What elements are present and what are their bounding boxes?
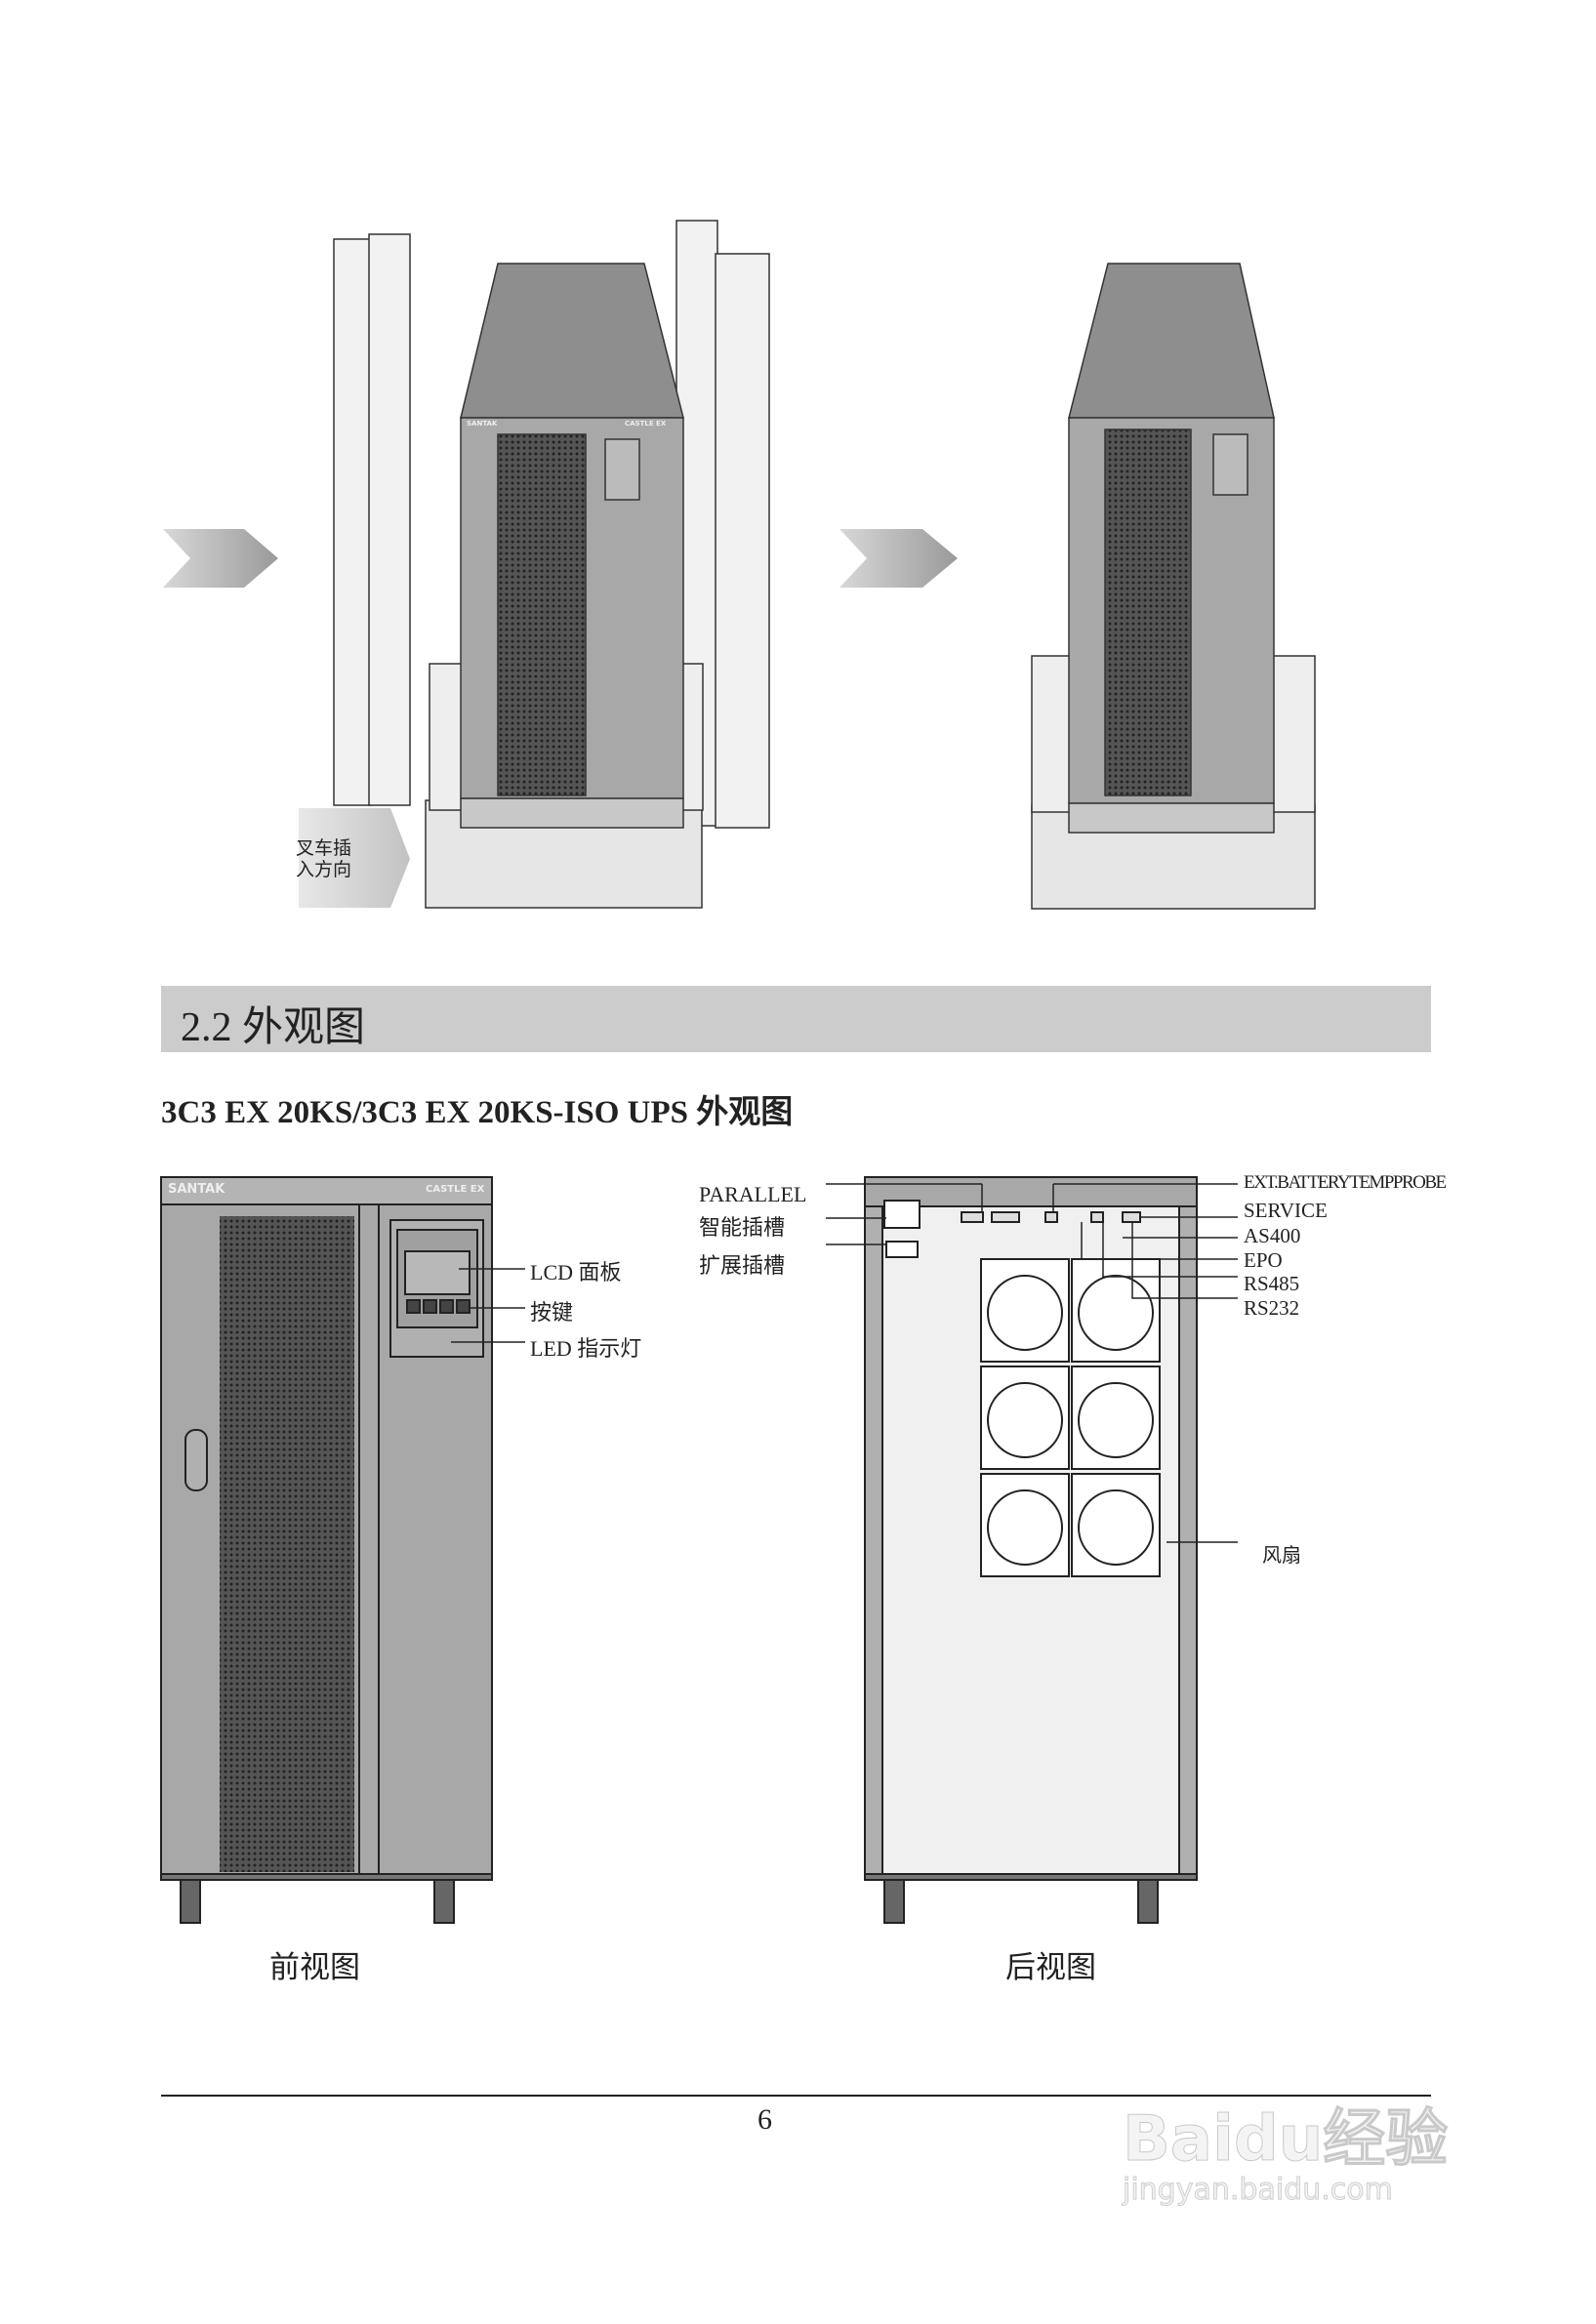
unpacked-ups-drawing	[1031, 263, 1316, 910]
as400-label: AS400	[1244, 1224, 1301, 1247]
rear-view-drawing	[826, 1176, 1238, 1924]
arrow-icon	[163, 529, 958, 908]
top-model: CASTLE EX	[625, 420, 667, 428]
watermark-url: jingyan.baidu.com	[1122, 2173, 1393, 2208]
smart-slot-label: 智能插槽	[699, 1215, 786, 1240]
epo-label: EPO	[1244, 1248, 1283, 1272]
section-header: 2.2 外观图	[161, 986, 1431, 1052]
service-label: SERVICE	[1244, 1199, 1328, 1222]
rear-view-caption: 后视图	[1005, 1950, 1096, 1984]
page-number: 6	[757, 2103, 772, 2136]
footer-rule	[161, 2095, 1431, 2097]
packaged-ups-drawing	[333, 220, 770, 909]
fan-label: 风扇	[1262, 1545, 1301, 1567]
baidu-watermark: Baidu经验 jingyan.baidu.com	[1122, 2089, 1449, 2208]
rs232-label: RS232	[1244, 1296, 1300, 1320]
rs485-label: RS485	[1244, 1272, 1300, 1295]
front-view-caption: 前视图	[269, 1950, 360, 1984]
expansion-slot-label: 扩展插槽	[699, 1253, 786, 1278]
lcd-panel-label: LCD 面板	[530, 1260, 622, 1284]
front-view-drawing	[160, 1176, 525, 1924]
front-model: CASTLE EX	[426, 1184, 485, 1195]
forklift-direction-label: 叉车插 入方向	[296, 837, 352, 880]
led-label: LED 指示灯	[530, 1336, 642, 1361]
top-brand: SANTAK	[467, 420, 498, 428]
watermark-logo: Baidu经验	[1122, 2103, 1449, 2177]
section-title: 2.2 外观图	[181, 1005, 366, 1050]
ext-battery-temp-probe-label: EXT.BATTERYTEMPPROBE	[1244, 1172, 1447, 1193]
figure-subtitle: 3C3 EX 20KS/3C3 EX 20KS-ISO UPS 外观图	[161, 1095, 794, 1130]
keys-label: 按键	[530, 1300, 574, 1325]
front-brand: SANTAK	[168, 1182, 225, 1197]
parallel-label: PARALLEL	[699, 1182, 807, 1206]
